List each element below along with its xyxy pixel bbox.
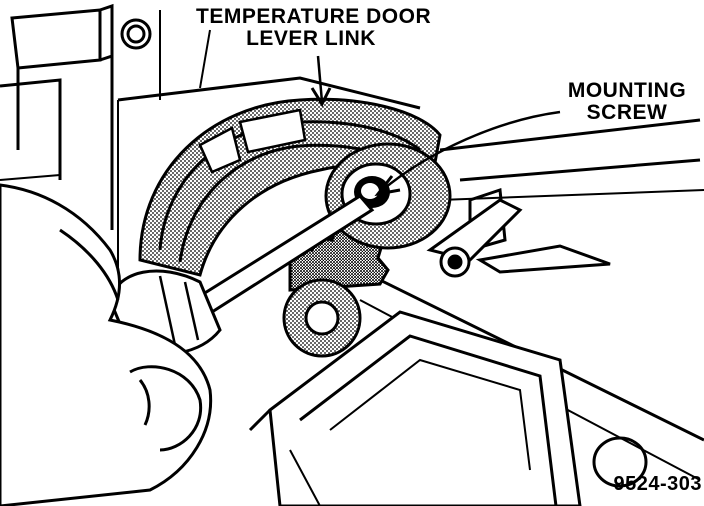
lower-housing [248, 310, 648, 506]
mounting-screw-label-line1: MOUNTING [567, 79, 687, 102]
temperature-door-leader [316, 55, 324, 103]
figure-number: 9524-303 [613, 473, 702, 495]
temperature-door-lever-link [138, 97, 442, 277]
mounting-screw-label: MOUNTING SCREW [552, 79, 702, 125]
hand [0, 183, 213, 506]
mounting-screw-leader-arrow [374, 175, 401, 197]
mounting-screw-boss [324, 142, 452, 250]
temperature-door-leader-arrow [310, 87, 332, 108]
temperature-door-label-line1: TEMPERATURE DOOR [196, 5, 432, 28]
mounting-screw-leader [379, 110, 561, 193]
latch-clip [426, 198, 611, 278]
temperature-door-label-line2: LEVER LINK [246, 27, 376, 51]
mounting-screw-label-line2: SCREW [586, 101, 668, 125]
temperature-door-lever-link-label: TEMPERATURE DOOR LEVER LINK [196, 5, 432, 51]
leader-lines [310, 55, 561, 197]
